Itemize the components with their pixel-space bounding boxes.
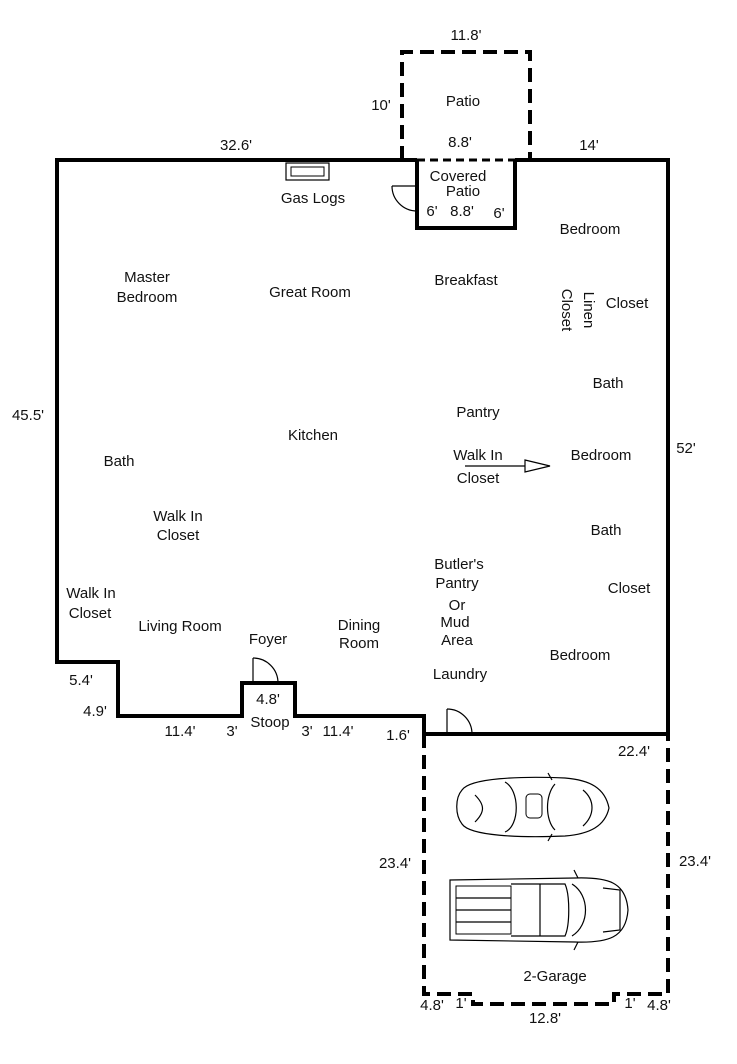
- room-label-walk-in-closet-left-line1: Walk In: [66, 585, 115, 602]
- room-label-covered-patio-line1: Covered: [430, 168, 487, 185]
- room-label-gas-logs: Gas Logs: [281, 190, 345, 207]
- room-label-walk-in-closet-center-line2: Closet: [457, 470, 500, 487]
- room-label-garage: 2-Garage: [523, 968, 586, 985]
- room-label-dining-room-line2: Room: [339, 635, 379, 652]
- room-label-living-room: Living Room: [138, 618, 221, 635]
- dimension-left: 45.5': [12, 407, 44, 424]
- room-label-walk-in-closet-center-line1: Walk In: [453, 447, 502, 464]
- arrow-icon: [465, 459, 551, 473]
- dimension-front-right: 11.4': [323, 723, 354, 740]
- dimension-front-left: 11.4': [165, 723, 196, 740]
- room-label-butlers-pantry-line2: Pantry: [435, 575, 479, 592]
- room-label-walk-in-closet-master-line2: Closet: [157, 527, 200, 544]
- room-label-covered-patio-line2: Patio: [446, 183, 480, 200]
- room-label-bath-2: Bath: [591, 522, 622, 539]
- room-label-laundry: Laundry: [433, 666, 488, 683]
- patio-door-icon: [391, 185, 418, 212]
- room-label-walk-in-closet-left-line2: Closet: [69, 605, 112, 622]
- dimension-garage-jog: 1.6': [386, 727, 410, 744]
- sedan-car-icon: [456, 772, 610, 842]
- room-label-bath-master: Bath: [104, 453, 135, 470]
- room-label-bedroom-3: Bedroom: [550, 647, 611, 664]
- room-label-kitchen: Kitchen: [288, 427, 338, 444]
- room-label-linen-closet-line2: Closet: [558, 289, 575, 332]
- dimension-garage-bottom-left-jog: 1': [455, 995, 466, 1012]
- room-label-dining-room-line1: Dining: [338, 617, 381, 634]
- patio-outline: [400, 50, 532, 160]
- dimension-garage-bottom: 12.8': [529, 1010, 561, 1027]
- room-label-closet-1: Closet: [606, 295, 649, 312]
- garage-outline: [422, 734, 670, 1006]
- room-label-bath-1: Bath: [593, 375, 624, 392]
- room-label-patio: Patio: [446, 93, 480, 110]
- dimension-garage-bottom-left-outer: 4.8': [420, 997, 444, 1014]
- covered-patio-outline: [415, 160, 517, 230]
- dimension-covered-bottom: 8.8': [450, 203, 474, 220]
- garage-entry-door-icon: [446, 708, 473, 735]
- dimension-patio-bottom: 8.8': [448, 134, 472, 151]
- dimension-garage-left: 23.4': [379, 855, 411, 872]
- dimension-step-left-vertical: 4.9': [83, 703, 107, 720]
- dimension-garage-bottom-right-jog: 1': [624, 995, 635, 1012]
- pickup-truck-icon: [449, 869, 629, 951]
- dimension-stoop-left: 3': [226, 723, 237, 740]
- dimension-stoop-right: 3': [301, 723, 312, 740]
- room-label-butlers-pantry-line1: Butler's: [434, 556, 484, 573]
- dimension-garage-top: 22.4': [618, 743, 650, 760]
- room-label-bedroom-1: Bedroom: [560, 221, 621, 238]
- dimension-step-left-horizontal: 5.4': [69, 672, 93, 689]
- room-label-breakfast: Breakfast: [434, 272, 498, 289]
- dimension-top-left: 32.6': [220, 137, 252, 154]
- room-label-stoop: Stoop: [250, 714, 289, 731]
- room-label-pantry: Pantry: [456, 404, 500, 421]
- room-label-closet-2: Closet: [608, 580, 651, 597]
- dimension-covered-left: 6': [426, 203, 437, 220]
- dimension-stoop-width: 4.8': [256, 691, 280, 708]
- fireplace-icon: [285, 162, 330, 181]
- house-exterior-wall: [55, 158, 670, 736]
- room-label-butlers-pantry-line3: Or: [449, 597, 466, 614]
- room-label-butlers-pantry-line5: Area: [441, 632, 473, 649]
- dimension-garage-right: 23.4': [679, 853, 711, 870]
- room-label-linen-closet-line1: Linen: [580, 292, 597, 329]
- dimension-top-right: 14': [579, 137, 599, 154]
- dimension-garage-bottom-right-outer: 4.8': [647, 997, 671, 1014]
- room-label-bedroom-2: Bedroom: [571, 447, 632, 464]
- front-door-icon: [252, 657, 279, 684]
- room-label-walk-in-closet-master-line1: Walk In: [153, 508, 202, 525]
- room-label-master-bedroom-line1: Master: [124, 269, 170, 286]
- room-label-butlers-pantry-line4: Mud: [440, 614, 469, 631]
- dimension-patio-side: 10': [371, 97, 391, 114]
- room-label-foyer: Foyer: [249, 631, 287, 648]
- dimension-patio-top: 11.8': [451, 27, 482, 44]
- room-label-master-bedroom-line2: Bedroom: [117, 289, 178, 306]
- dimension-right: 52': [676, 440, 696, 457]
- room-label-great-room: Great Room: [269, 284, 351, 301]
- dimension-covered-right: 6': [493, 205, 504, 222]
